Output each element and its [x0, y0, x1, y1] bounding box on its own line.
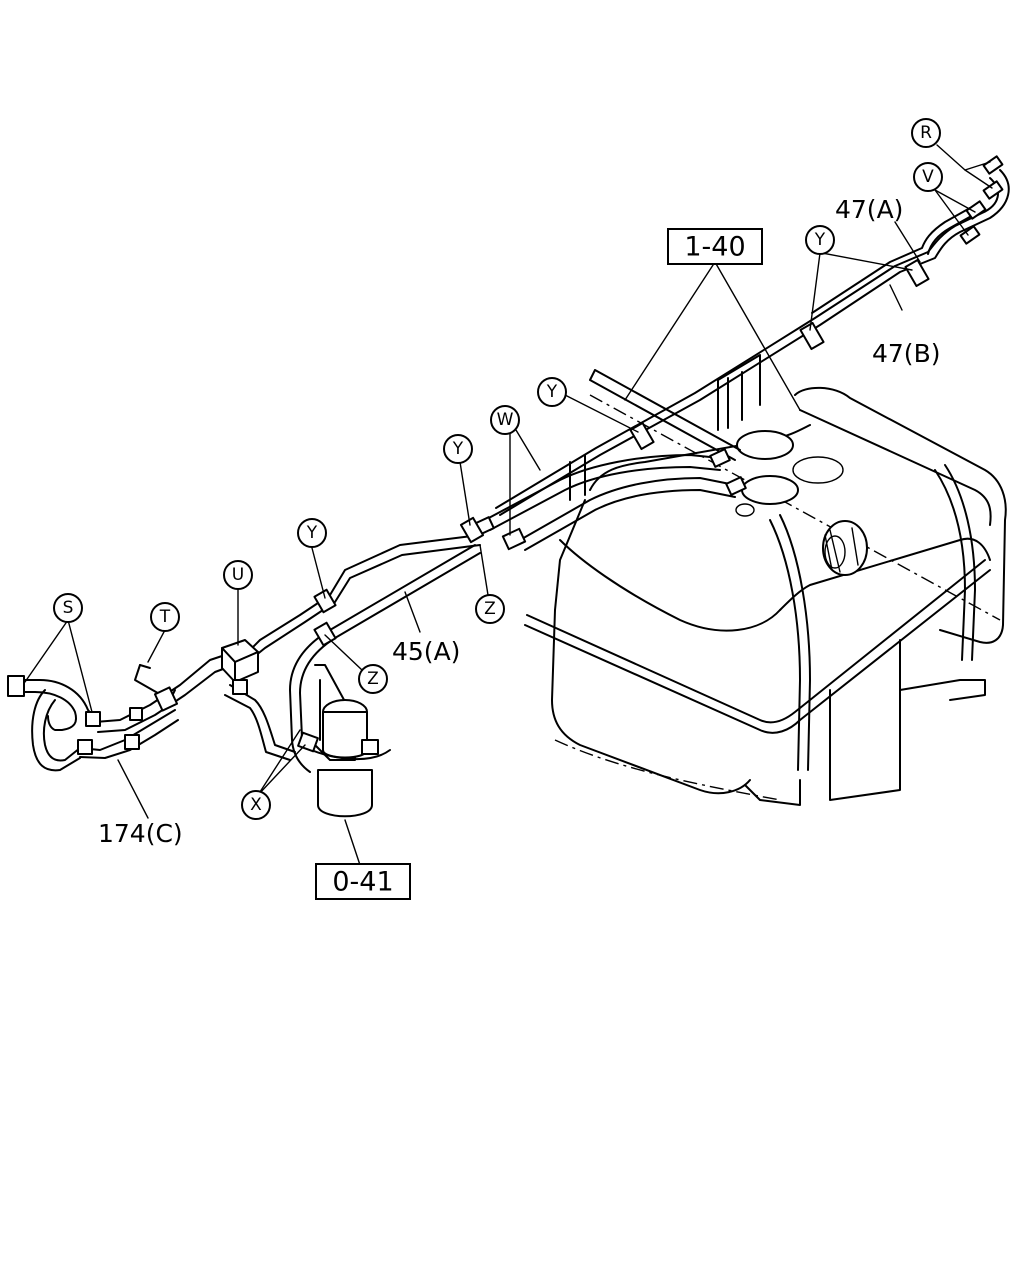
- callout-y-mid-text: Y: [546, 382, 558, 402]
- callout-x: X: [241, 790, 271, 820]
- callout-z-center-text: Z: [484, 599, 496, 619]
- callout-r: R: [911, 118, 941, 148]
- callout-t: T: [150, 602, 180, 632]
- callout-v: V: [913, 162, 943, 192]
- callout-u: U: [223, 560, 253, 590]
- callout-s-text: S: [63, 598, 74, 618]
- label-174c: 174(C): [98, 819, 183, 848]
- ref-box-1-40: 1-40: [667, 228, 763, 265]
- callout-y-u: Y: [297, 518, 327, 548]
- callout-t-text: T: [159, 607, 171, 627]
- ref-box-0-41: 0-41: [315, 863, 411, 900]
- fuel-filter: [297, 664, 391, 818]
- callout-z-lower: Z: [358, 664, 388, 694]
- fuel-line-174: [7, 639, 296, 772]
- callout-x-text: X: [250, 795, 262, 815]
- callout-y-top: Y: [805, 225, 835, 255]
- callout-w-text: W: [497, 410, 514, 430]
- ref-box-1-40-text: 1-40: [684, 232, 745, 263]
- tank-hoses: [473, 448, 747, 551]
- callout-w: W: [490, 405, 520, 435]
- callout-v-text: V: [922, 167, 934, 187]
- callout-y-mid: Y: [537, 377, 567, 407]
- callout-y-u-text: Y: [306, 523, 318, 543]
- callout-z-center: Z: [475, 594, 505, 624]
- callout-r-text: R: [920, 123, 932, 143]
- callout-s: S: [53, 593, 83, 623]
- label-45a: 45(A): [392, 637, 460, 666]
- callout-y-left-text: Y: [452, 439, 464, 459]
- fuel-tank: [524, 354, 1007, 806]
- ref-box-0-41-text: 0-41: [332, 867, 393, 898]
- label-47a: 47(A): [835, 195, 903, 224]
- fuel-line-47: [495, 155, 1010, 516]
- leader-lines: [24, 144, 993, 866]
- callout-z-lower-text: Z: [367, 669, 379, 689]
- label-47b: 47(B): [872, 339, 940, 368]
- callout-u-text: U: [232, 565, 244, 585]
- callout-y-left: Y: [443, 434, 473, 464]
- callout-y-top-text: Y: [814, 230, 826, 250]
